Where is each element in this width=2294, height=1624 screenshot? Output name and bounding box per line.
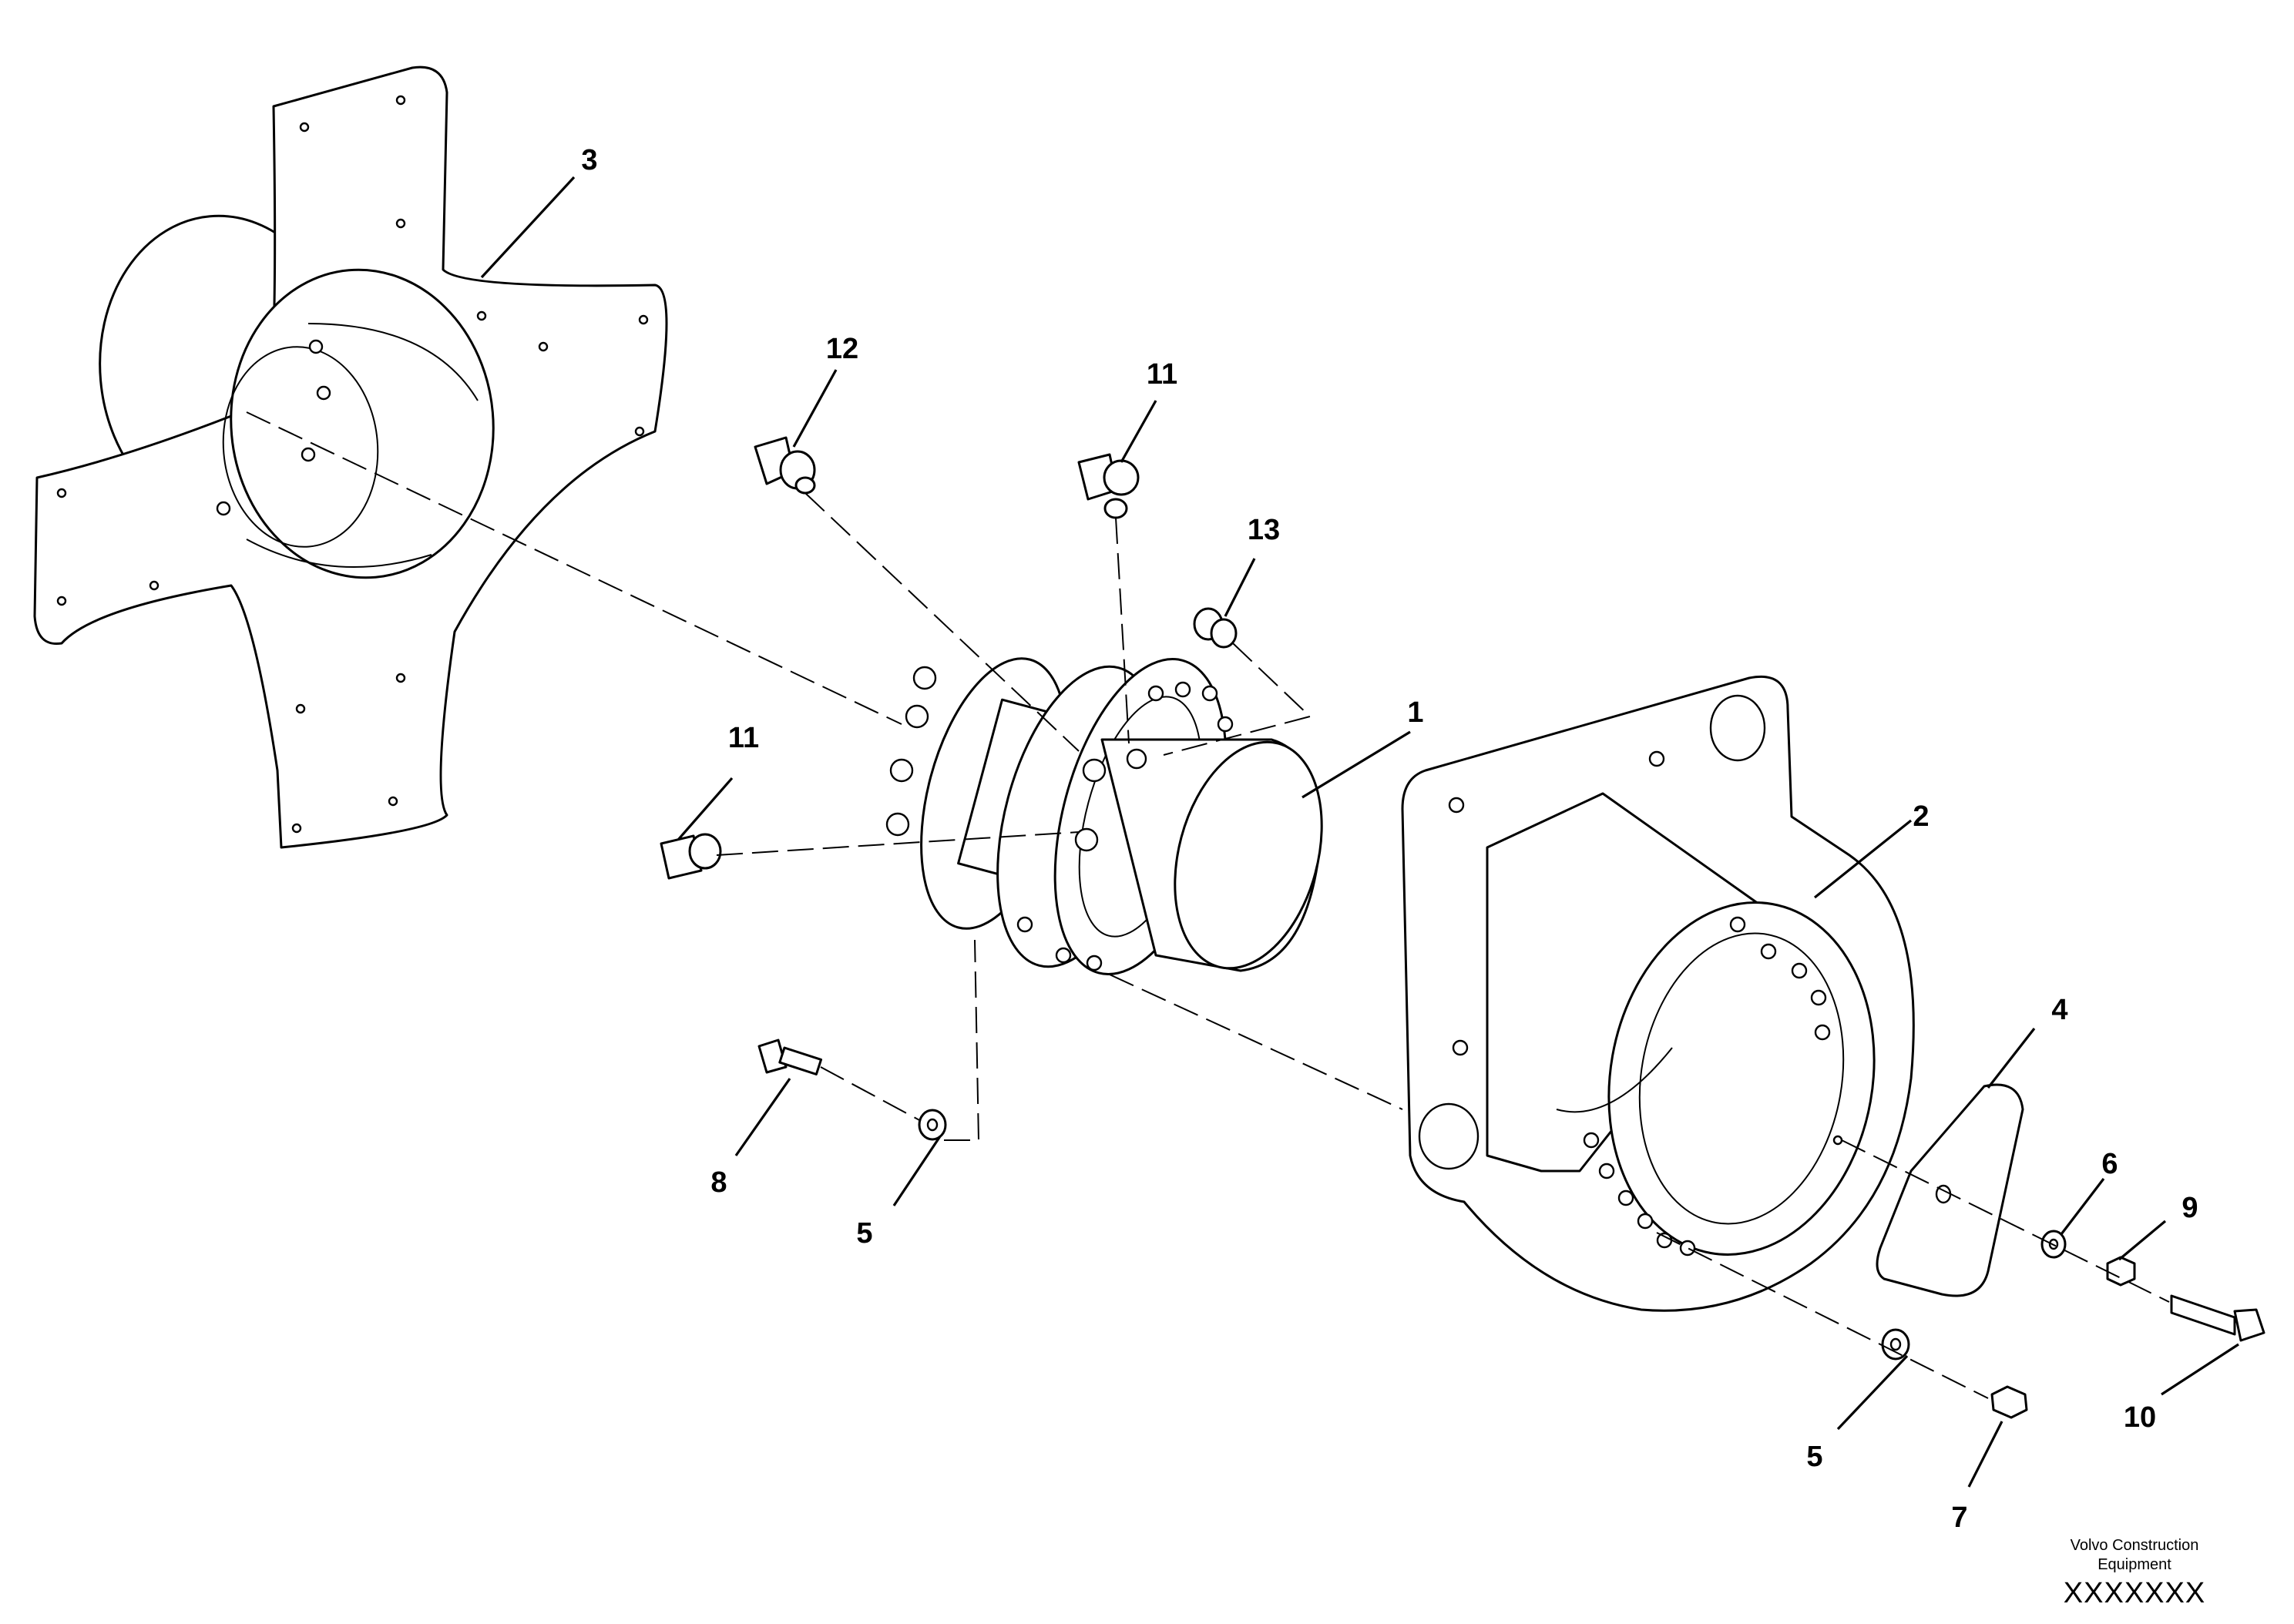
callout-7: 7 — [1951, 1502, 1967, 1534]
callout-9: 9 — [2181, 1192, 2198, 1224]
callout-12: 12 — [826, 333, 858, 365]
drawing-number: XXXXXXX — [2064, 1577, 2205, 1609]
callout-10: 10 — [2124, 1401, 2156, 1434]
part-2-bracket — [1401, 675, 1915, 1312]
callout-1: 1 — [1407, 696, 1423, 729]
callout-6: 6 — [2101, 1148, 2118, 1180]
company-name-line1: Volvo Construction — [2071, 1537, 2199, 1554]
callout-13: 13 — [1248, 514, 1280, 546]
part-4-plate — [1876, 1083, 2024, 1297]
part-1-motor — [885, 657, 1323, 975]
assembly-lines — [246, 411, 2170, 1399]
callout-2: 2 — [1913, 800, 1929, 833]
callout-11-lower: 11 — [728, 722, 759, 754]
callout-4: 4 — [2051, 994, 2067, 1026]
callout-8: 8 — [710, 1166, 727, 1199]
title-block: Volvo Construction Equipment XXXXXXX — [2064, 1537, 2205, 1609]
company-name-line2: Equipment — [2098, 1556, 2171, 1573]
callout-labels: 1 2 3 4 5 5 6 7 8 9 10 11 11 12 13 — [581, 144, 2198, 1534]
callout-11-upper: 11 — [1147, 358, 1177, 391]
part-3-hub-plate — [33, 65, 668, 849]
callout-5-left: 5 — [856, 1217, 872, 1250]
callout-3: 3 — [581, 144, 597, 176]
leader-lines — [480, 176, 2239, 1488]
fittings-and-fasteners — [660, 436, 2265, 1419]
callout-5-right: 5 — [1806, 1441, 1822, 1473]
